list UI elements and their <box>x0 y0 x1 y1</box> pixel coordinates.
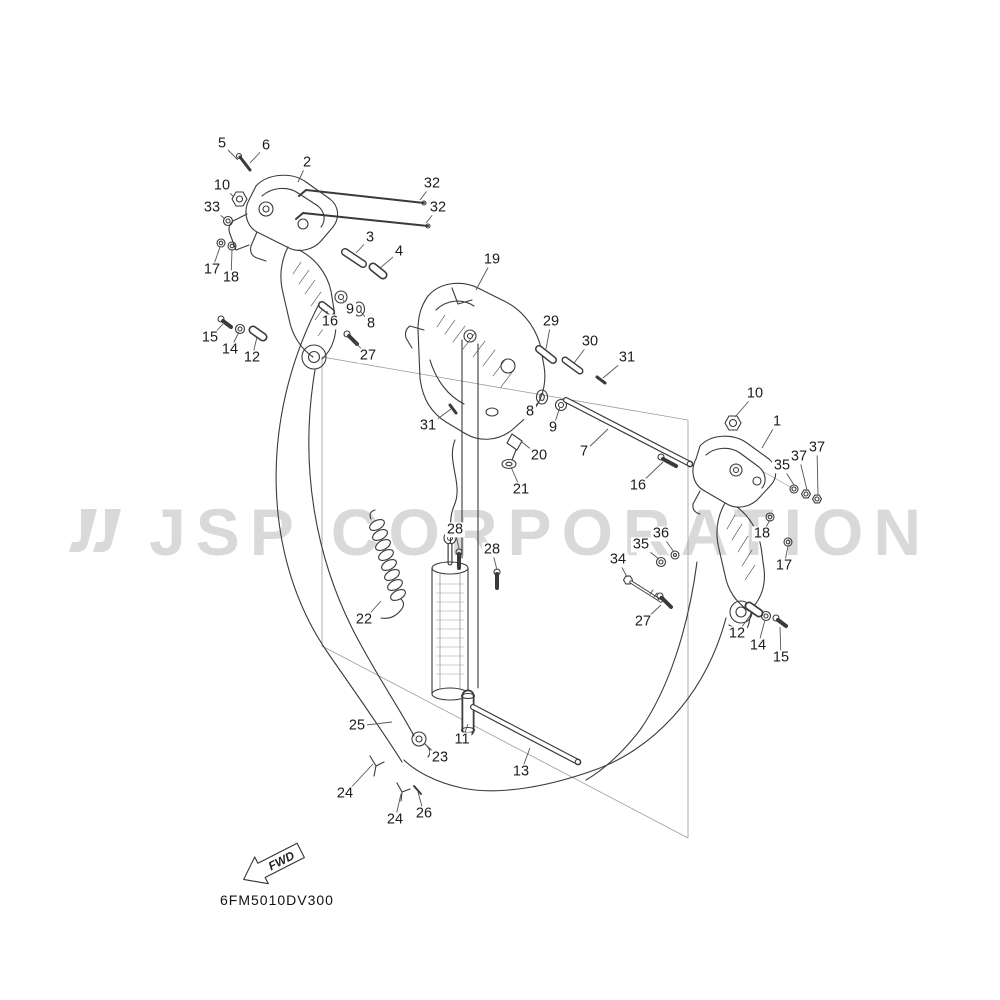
leader-line-5 <box>221 143 239 161</box>
leader-line-26 <box>417 791 425 815</box>
center-swivel-bracket <box>404 282 546 440</box>
leader-line-28 <box>491 549 498 571</box>
leader-line-29 <box>545 321 552 350</box>
leader-line-18 <box>761 519 771 535</box>
trim-cylinder <box>431 531 469 701</box>
left-fasteners <box>216 152 458 415</box>
leader-line-30 <box>573 341 591 364</box>
steering-cables <box>275 301 727 792</box>
tilt-tube-and-rod <box>460 689 582 766</box>
leader-line-35 <box>781 465 795 486</box>
leader-line-10 <box>221 185 235 198</box>
leader-line-9 <box>342 299 351 311</box>
leader-line-35 <box>640 544 660 560</box>
leader-line-14 <box>757 619 766 647</box>
part-code: 6FM5010DV300 <box>220 892 334 908</box>
leader-line-32 <box>425 207 439 224</box>
leader-line-27 <box>642 604 662 623</box>
middle-hardware <box>501 345 694 470</box>
leader-line-18 <box>230 249 233 279</box>
leader-line-22 <box>363 600 382 621</box>
reference-frame <box>321 356 793 839</box>
leader-line-8 <box>360 311 372 325</box>
leader-line-6 <box>249 145 267 164</box>
leader-line-36 <box>660 533 675 553</box>
tilt-spring <box>369 509 406 619</box>
leader-line-9 <box>552 406 561 429</box>
leader-line-24 <box>394 793 402 821</box>
leader-line-25 <box>356 721 393 727</box>
leader-line-21 <box>510 466 522 491</box>
fwd-arrow: FWD <box>243 842 305 885</box>
leader-line-17 <box>211 246 221 271</box>
leader-line-34 <box>617 559 628 578</box>
leader-line-33 <box>211 207 226 220</box>
leader-lines-layer <box>209 143 819 821</box>
bottom-clips <box>369 731 431 802</box>
leader-line-15 <box>779 626 782 659</box>
left-clamp-bracket <box>228 174 339 370</box>
leader-line-17 <box>783 545 789 567</box>
leader-line-37 <box>816 447 819 496</box>
leader-line-4 <box>379 251 400 269</box>
leader-line-10 <box>734 393 756 418</box>
leader-line-15 <box>209 323 224 339</box>
leader-line-14 <box>229 331 240 351</box>
leader-line-2 <box>297 162 308 183</box>
leader-line-1 <box>761 421 778 449</box>
right-clamp-bracket <box>692 435 777 631</box>
leader-line-20 <box>521 441 540 457</box>
leader-line-23 <box>424 743 441 759</box>
leader-line-24 <box>344 763 374 795</box>
leader-line-8 <box>529 398 542 413</box>
leader-line-19 <box>475 259 493 291</box>
leader-line-37 <box>798 456 808 491</box>
leader-line-32 <box>419 183 433 201</box>
leader-line-12 <box>251 336 258 359</box>
leader-line-13 <box>520 747 531 773</box>
leader-line-31 <box>602 357 628 379</box>
trim-rods <box>295 189 431 229</box>
leader-line-27 <box>353 340 369 357</box>
leader-line-16 <box>637 461 664 487</box>
right-fasteners <box>455 415 823 628</box>
leader-line-7 <box>583 428 609 453</box>
leader-line-3 <box>355 237 371 254</box>
